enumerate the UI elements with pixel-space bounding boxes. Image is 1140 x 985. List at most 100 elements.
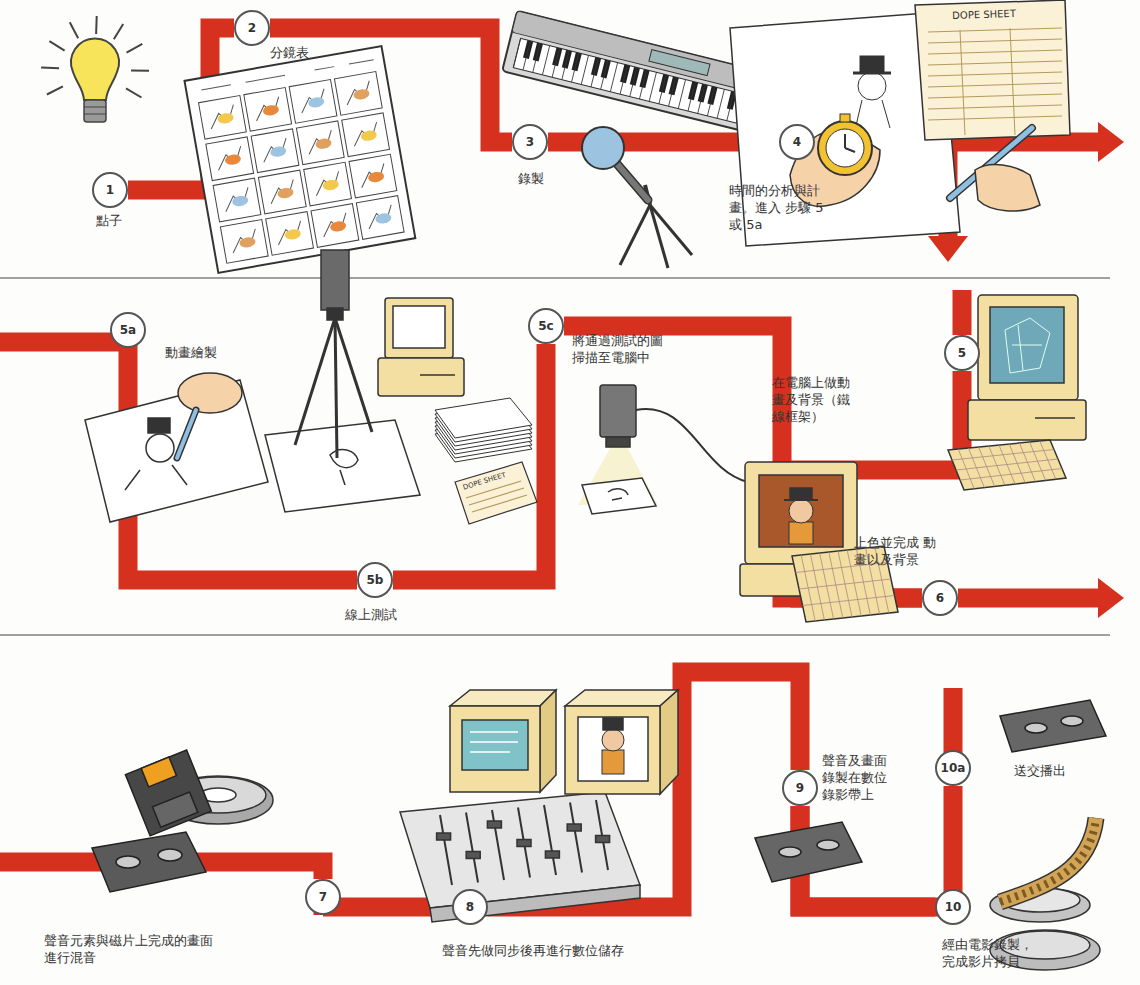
storyboard-sheet <box>251 129 299 173</box>
synthesizer <box>649 72 656 101</box>
edit-monitor <box>462 720 528 770</box>
broadcast-tape <box>1061 716 1083 726</box>
storyboard-sheet <box>366 205 395 229</box>
timing-sheet <box>853 72 891 75</box>
synthesizer <box>513 38 520 67</box>
dope-sheet <box>928 28 1062 135</box>
storyboard-sheet <box>342 113 390 157</box>
digital-videotape <box>755 822 862 882</box>
step-caption: 將通過測試的圖 掃描至電腦中 <box>572 332 672 366</box>
synthesizer <box>513 38 737 121</box>
wireframe-computer <box>1009 444 1025 483</box>
audio-mixer <box>544 805 556 875</box>
storyboard-sheet <box>351 122 380 146</box>
line-test-stand <box>335 318 337 458</box>
storyboard-sheet <box>307 96 324 109</box>
section-divider <box>0 277 1110 278</box>
step-circle: 6上色並完成 動畫以及背景 <box>922 580 958 616</box>
drawing-paper <box>178 373 242 413</box>
step-caption: 上色並完成 動畫以及背景 <box>854 534 946 568</box>
lightbulb <box>84 114 106 115</box>
dope-sheet <box>928 94 1062 98</box>
stopwatch-hand <box>844 134 846 148</box>
wireframe-computer <box>948 295 1086 490</box>
lightbulb <box>114 24 123 39</box>
wireframe-computer <box>1019 443 1035 482</box>
line-test-stand <box>330 450 358 485</box>
sheet-label: DOPE SHEET <box>952 8 1016 21</box>
dope-sheet <box>1010 28 1015 135</box>
synthesizer <box>502 11 760 132</box>
dope-sheet <box>928 50 1062 54</box>
scanner-camera <box>636 409 748 482</box>
storyboard-sheet <box>334 71 382 115</box>
step-number: 7 <box>319 890 327 904</box>
synthesizer <box>523 41 530 70</box>
digital-videotape <box>779 847 801 857</box>
lightbulb <box>47 86 63 94</box>
drawing-paper <box>146 434 174 462</box>
dope-sheet <box>928 72 1062 76</box>
step-caption: 送交播出 <box>1014 762 1094 779</box>
drawing-paper <box>85 373 268 522</box>
storyboard-sheet <box>296 121 344 165</box>
edit-monitor <box>470 732 518 752</box>
storyboard-sheet <box>353 88 370 101</box>
step-number: 5a <box>120 323 136 337</box>
lightbulb <box>41 16 149 122</box>
audio-mixer <box>440 815 452 885</box>
step-number: 10 <box>945 900 962 914</box>
microphone <box>650 205 692 255</box>
storyboard-sheet <box>220 220 268 264</box>
path-arrowhead <box>1098 578 1124 618</box>
lightbulb <box>49 41 64 51</box>
colouring-computer <box>790 488 812 500</box>
wireframe-computer <box>978 295 1078 400</box>
step-circle: 1點子 <box>92 172 128 208</box>
dope-sheet <box>455 462 537 524</box>
path-arrowhead <box>1098 122 1124 162</box>
paper-stack <box>435 398 532 462</box>
drawing-paper <box>125 465 187 490</box>
synthesizer <box>649 50 710 76</box>
broadcast-tape <box>1000 700 1106 752</box>
step-number: 5 <box>958 346 966 360</box>
broadcast-tape <box>1000 700 1106 752</box>
preview-monitor <box>603 718 623 730</box>
storyboard-sheet <box>313 171 342 195</box>
step-number: 1 <box>106 183 114 197</box>
step-circle: 10a送交播出 <box>935 750 971 786</box>
section-divider <box>0 278 1110 635</box>
step-number: 6 <box>936 591 944 605</box>
dope-sheet <box>928 39 1062 43</box>
film-reel <box>1000 818 1096 902</box>
stopwatch-hand <box>845 148 855 152</box>
storyboard-sheet <box>329 220 346 233</box>
step-number: 5b <box>367 573 384 587</box>
lightbulb <box>127 44 143 53</box>
preview-monitor <box>565 706 660 794</box>
storyboard-sheet <box>266 212 314 256</box>
lightbulb <box>84 107 106 108</box>
audio-mixer <box>545 851 559 858</box>
videotape <box>92 832 206 892</box>
synthesizer <box>513 38 743 123</box>
scanner-camera <box>578 385 748 514</box>
colouring-computer <box>784 499 818 501</box>
storyboard-sheet <box>208 105 237 129</box>
scanner-camera <box>608 489 628 500</box>
red-flow-path <box>800 786 953 907</box>
lightbulb <box>70 22 78 38</box>
storyboard-sheet <box>258 170 306 214</box>
synthesizer <box>591 58 598 87</box>
step-caption: 在電腦上做動 畫及背景（鐵 線框架） <box>772 374 858 425</box>
stopwatch-hand <box>818 121 872 175</box>
lightbulb <box>131 70 149 72</box>
preview-monitor <box>578 717 648 781</box>
broadcast-tape <box>1025 723 1047 733</box>
step-circle: 9聲音及畫面 錄製在數位 錄影帶上 <box>782 770 818 806</box>
line-test-stand <box>335 318 372 432</box>
step-caption: 時間的分析與計 畫。進入 步驟 5 或 5a <box>729 182 827 233</box>
floppy-disk <box>141 757 176 787</box>
synthesizer <box>688 82 695 111</box>
